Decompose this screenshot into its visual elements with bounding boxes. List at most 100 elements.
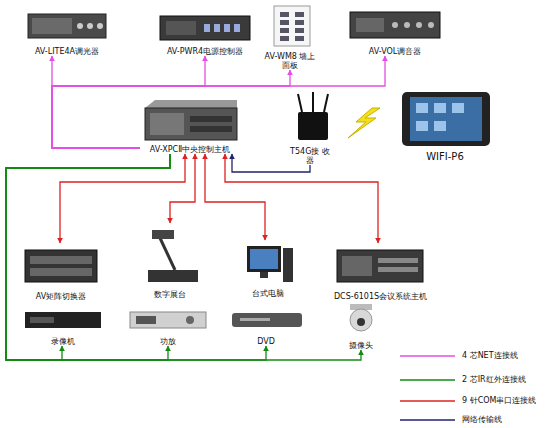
mixer-device [350,12,440,38]
button [280,36,289,41]
device-node: DCS-6101S会议系统主机 [333,243,428,301]
device-node: AV-LITE4A调光器 [22,10,112,56]
device-label: AV-WM8 墙上面板 [262,52,318,70]
knob [97,23,103,29]
legend-text: 4 芯NET连接线 [462,351,518,361]
button [214,24,220,32]
button [280,20,289,25]
device-node: T54G接 收器 [290,93,330,165]
central-controller-device [145,100,237,140]
button [295,28,304,33]
cable-connector [60,154,185,243]
cable-connector [170,154,195,223]
conference-host-device [337,250,423,282]
recorder-device [25,312,101,328]
device-node: 数字展台 [140,223,200,299]
button [295,20,304,25]
router-body [298,112,328,140]
wall-panel-device [274,6,310,46]
dome-camera-device [350,304,372,331]
front-panel [150,113,184,135]
camera-lens [357,318,365,326]
button [280,12,289,17]
device-node: 功放 [128,306,208,346]
monitor-screen [250,249,278,269]
cable-connector [225,154,378,243]
port-row [190,126,232,132]
rack-unit [145,108,237,140]
monitor [247,246,281,272]
antenna [324,94,328,112]
port-row [190,116,232,122]
cable-connector [52,56,385,148]
knob [404,22,410,28]
disc-slot [240,318,270,321]
matrix-switcher-device [25,250,97,282]
device-node: AV-VOL调音器 [345,8,445,56]
cable-connector [52,56,140,148]
rack-unit [350,12,440,38]
front-panel [166,21,196,35]
screen-icon [416,121,428,131]
port-row [378,258,418,263]
front-panel [356,18,384,32]
cable-connector [6,154,170,360]
screen-icon [434,121,446,131]
legend-text: 2 芯IR红外连接线 [462,375,526,385]
port-row [378,267,418,272]
panel-body [274,6,310,46]
device-node: AV-PWR4电源控制器 [150,12,260,56]
device-node: 摄像头 [340,300,382,350]
device-label: AV-XPCⅡ中央控制主机 [150,145,230,154]
knob [428,22,434,28]
button [224,24,230,32]
antenna [298,94,302,112]
computer-tower [283,248,293,282]
tablet-screen [410,97,482,141]
desktop-computer-device [247,246,293,282]
button [204,24,210,32]
device-node: AV-WM8 墙上面板 [262,4,318,70]
button [234,24,240,32]
button [295,12,304,17]
rack-unit [337,250,423,282]
device-node: 台式电脑 [240,240,295,298]
device-label: AV-LITE4A调光器 [35,47,99,56]
screen-icon [452,103,464,113]
device-label: 台式电脑 [252,289,284,298]
dimmer-device [28,14,106,38]
rack-unit [160,16,250,40]
wireless-signal-symbol [348,108,380,138]
screen-icon [416,103,428,113]
device-node: WIFI-P6 [398,88,492,162]
device-node: DVD [230,306,302,346]
cable-connector [205,154,265,240]
tablet-body [402,92,490,146]
device-label: AV-PWR4电源控制器 [167,47,243,56]
device-label: AV矩阵切换器 [36,292,86,301]
power-controller-device [160,16,250,40]
dvd-body [232,313,302,327]
knob [392,22,398,28]
legend-line-sample [400,379,455,381]
tablet-device [402,92,490,146]
cable-connector [6,154,170,360]
button-row [30,256,92,264]
knob [77,23,83,29]
dvd-device [232,313,302,327]
device-label: DVD [257,337,275,346]
document-camera-device [148,230,198,282]
legend-line-sample [400,419,455,421]
button [280,28,289,33]
legend-text: 网络传输线 [462,415,502,425]
knob [416,22,422,28]
device-node: 录像机 [22,306,104,346]
device-label: DCS-6101S会议系统主机 [334,292,427,301]
camera-dome [350,309,372,331]
amplifier-body [130,312,206,328]
camera-base [148,270,198,282]
device-label: 功放 [160,337,176,346]
button-row [30,268,92,276]
cable-connector [6,154,266,360]
